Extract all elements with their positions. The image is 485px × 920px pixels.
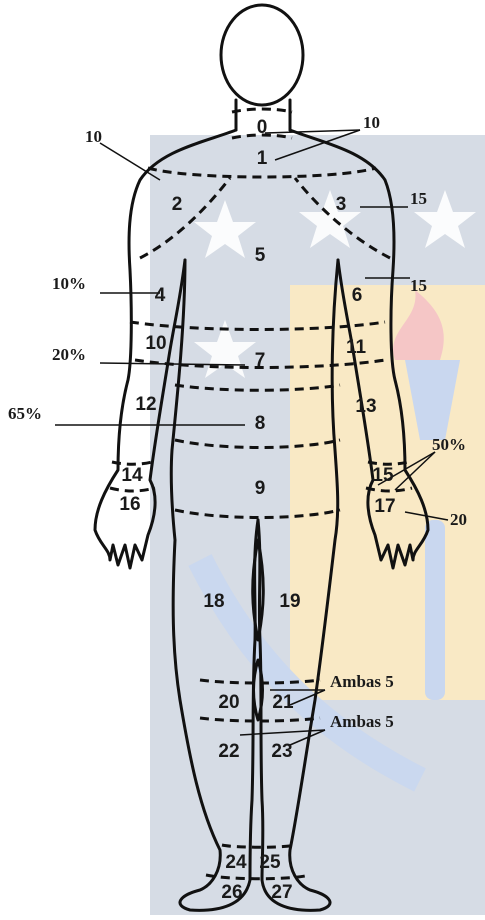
- annotation-neck-right: 10: [363, 113, 380, 132]
- zone-label-2: 2: [172, 194, 183, 215]
- zone-label-15: 15: [372, 465, 394, 486]
- zone-label-20: 20: [218, 692, 239, 713]
- zone-label-23: 23: [271, 741, 292, 762]
- zone-label-17: 17: [374, 496, 395, 517]
- zone-label-7: 7: [255, 350, 266, 371]
- zone-label-10: 10: [145, 333, 166, 354]
- zone-label-13: 13: [355, 396, 376, 417]
- watermark-torch-handle: [425, 520, 445, 700]
- zone-label-3: 3: [336, 194, 347, 215]
- zone-label-18: 18: [203, 591, 224, 612]
- zone-label-8: 8: [255, 413, 266, 434]
- annotation-left-upper-arm: 10%: [52, 274, 86, 293]
- zone-label-27: 27: [271, 882, 292, 903]
- zone-label-12: 12: [135, 394, 156, 415]
- annotation-left-shoulder: 10: [85, 127, 102, 146]
- zone-label-1: 1: [257, 148, 268, 169]
- divider-left-wrist-bottom: [110, 488, 155, 491]
- zone-label-4: 4: [155, 285, 166, 306]
- annotation-right-hand: 20: [450, 510, 467, 529]
- zone-label-16: 16: [119, 494, 140, 515]
- annotation-right-wrist: 50%: [432, 435, 466, 454]
- head-outline: [221, 5, 303, 105]
- zone-label-26: 26: [221, 882, 242, 903]
- divider-left-wrist-top: [112, 462, 152, 464]
- divider-neck-top: [232, 109, 292, 112]
- zone-label-24: 24: [225, 852, 247, 873]
- zone-label-6: 6: [352, 285, 363, 306]
- annotation-left-forearm: 65%: [8, 404, 42, 423]
- annotation-right-upper-arm: 15: [410, 276, 427, 295]
- annotation-left-elbow: 20%: [52, 345, 86, 364]
- zone-label-22: 22: [218, 741, 239, 762]
- zone-label-25: 25: [259, 852, 281, 873]
- annotation-lower-knees: Ambas 5: [330, 712, 394, 731]
- annotation-knees: Ambas 5: [330, 672, 394, 691]
- leader-neck-right-2: [265, 130, 360, 133]
- annotation-right-shoulder: 15: [410, 189, 427, 208]
- zone-label-5: 5: [255, 245, 266, 266]
- zone-label-11: 11: [346, 337, 367, 358]
- zone-label-19: 19: [279, 591, 300, 612]
- zone-label-0: 0: [257, 117, 268, 138]
- zone-label-14: 14: [121, 465, 143, 486]
- zone-label-21: 21: [272, 692, 294, 713]
- zone-label-9: 9: [255, 478, 266, 499]
